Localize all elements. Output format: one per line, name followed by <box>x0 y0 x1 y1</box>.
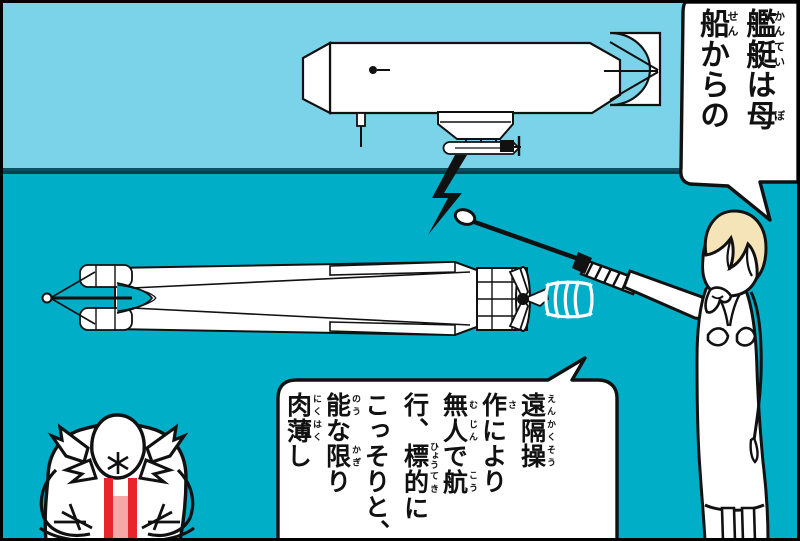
boat-deck-bottom <box>329 321 456 336</box>
woman-bust-right <box>735 326 757 347</box>
woman-leg-left <box>720 506 737 541</box>
boat-propeller <box>508 266 549 332</box>
boat-bow-pod-upper <box>79 264 133 288</box>
airship-fin-upper <box>609 41 659 71</box>
airship-antenna-base <box>356 112 366 127</box>
woman-scarf-detail <box>711 295 724 300</box>
woman-hair <box>703 209 768 283</box>
woman-right-arm <box>749 291 763 441</box>
seated-arm-right <box>147 468 195 538</box>
boat-bow-pod-lower <box>79 307 133 331</box>
seated-hand-left <box>54 503 93 531</box>
pointer-tip-ring <box>453 208 477 226</box>
woman-right-hand <box>749 436 759 464</box>
boat-wake <box>544 280 594 319</box>
seated-stripe-right <box>128 478 137 541</box>
hull-slant-lower <box>131 307 471 326</box>
seated-head <box>90 413 146 480</box>
seated-collar-mid-right <box>138 457 175 485</box>
boat-bow-cavity <box>116 282 154 314</box>
bowsprit-tip <box>41 292 53 304</box>
woman-leg-right <box>740 506 757 541</box>
seated-collar-mid-left <box>61 457 98 485</box>
airship-gondola <box>437 111 514 140</box>
airship <box>301 31 662 156</box>
seated-arm-left <box>39 468 91 538</box>
airship-hull <box>328 41 622 115</box>
airship-nose <box>301 41 332 115</box>
woman-scarf <box>704 286 733 314</box>
airship-fin-lower <box>609 71 659 101</box>
lightning-bolt <box>428 155 467 235</box>
seated-figure <box>39 413 195 541</box>
seated-hand-right <box>141 503 180 531</box>
horizon-line <box>0 168 800 173</box>
airship-marker-dot <box>369 66 377 74</box>
seated-stripe-center <box>113 496 128 541</box>
boat-bow-rib-upper <box>117 284 157 299</box>
seated-stripe-left <box>104 478 113 541</box>
caption-box-shape <box>276 356 619 541</box>
star-emblem-icon <box>107 452 129 474</box>
woman-hair-strand-1 <box>726 237 733 271</box>
small-craft-engine <box>500 140 514 152</box>
hull-slant-upper <box>131 271 471 289</box>
boat-bow-rib-lower <box>117 297 157 312</box>
woman-bust-left <box>706 327 730 347</box>
woman-hair-strand-2 <box>745 243 753 277</box>
bow-stay-upper <box>51 271 96 298</box>
pointer-ferrule <box>572 252 592 274</box>
bow-stay-lower <box>51 298 96 325</box>
unmanned-boat <box>41 260 594 337</box>
woman-character <box>622 209 770 541</box>
horizon-line-dark <box>0 171 800 174</box>
speech-bubble-shape <box>679 0 800 222</box>
